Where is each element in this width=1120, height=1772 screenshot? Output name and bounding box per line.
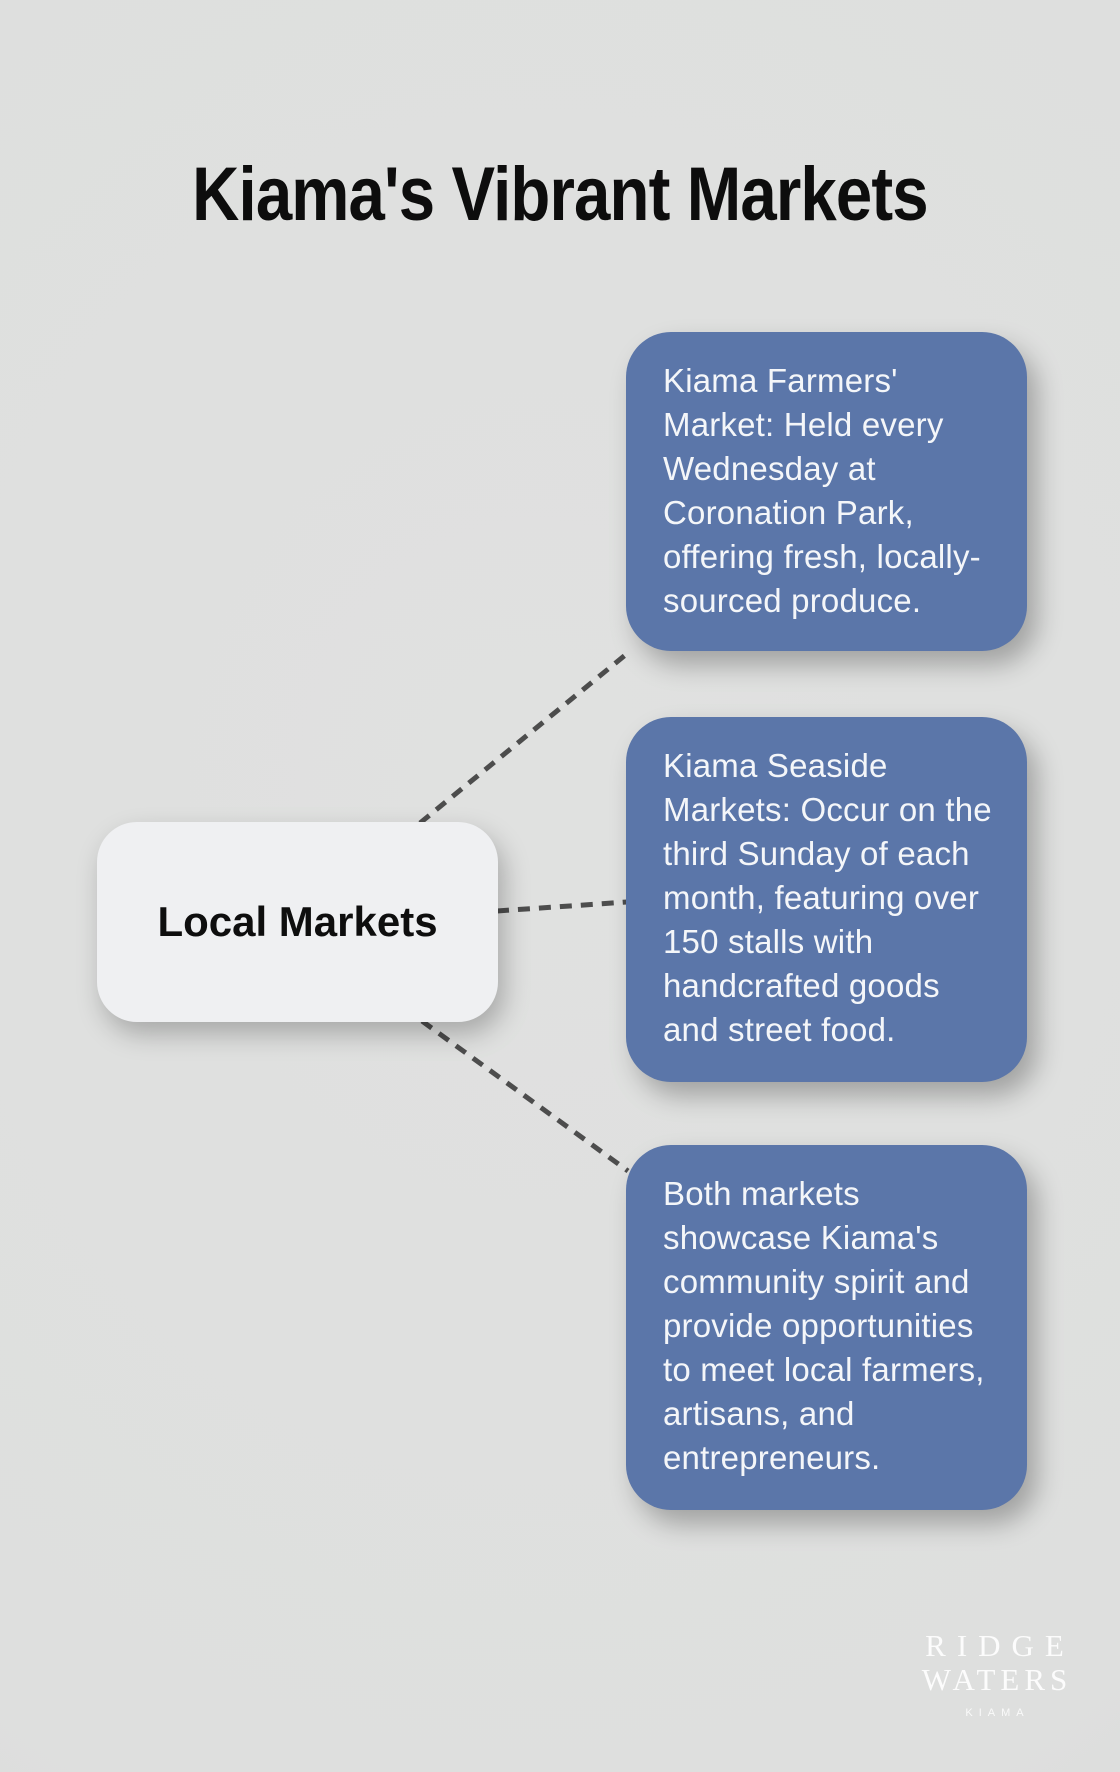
logo-text-waters: WATERS bbox=[921, 1662, 1073, 1697]
connector-to-seaside-card bbox=[496, 899, 628, 914]
page-title: Kiama's Vibrant Markets bbox=[192, 151, 928, 237]
root-node-local-markets: Local Markets bbox=[97, 822, 498, 1022]
community-spirit-card: Both markets showcase Kiama's community … bbox=[626, 1145, 1027, 1510]
farmers-market-card: Kiama Farmers' Market: Held every Wednes… bbox=[626, 332, 1027, 651]
seaside-markets-card: Kiama Seaside Markets: Occur on the thir… bbox=[626, 717, 1027, 1082]
farmers-market-card-text: Kiama Farmers' Market: Held every Wednes… bbox=[663, 362, 981, 619]
ridge-waters-logo: RIDGE WATERS KIAMA bbox=[912, 1628, 1077, 1720]
logo-text-ridge: RIDGE bbox=[925, 1628, 1075, 1663]
connector-to-community-card bbox=[420, 1018, 630, 1174]
root-node-label: Local Markets bbox=[157, 898, 438, 945]
logo-text-kiama: KIAMA bbox=[965, 1707, 1030, 1719]
connector-to-farmers-card bbox=[418, 650, 631, 825]
community-spirit-card-text: Both markets showcase Kiama's community … bbox=[663, 1175, 985, 1476]
seaside-markets-card-text: Kiama Seaside Markets: Occur on the thir… bbox=[663, 747, 992, 1048]
